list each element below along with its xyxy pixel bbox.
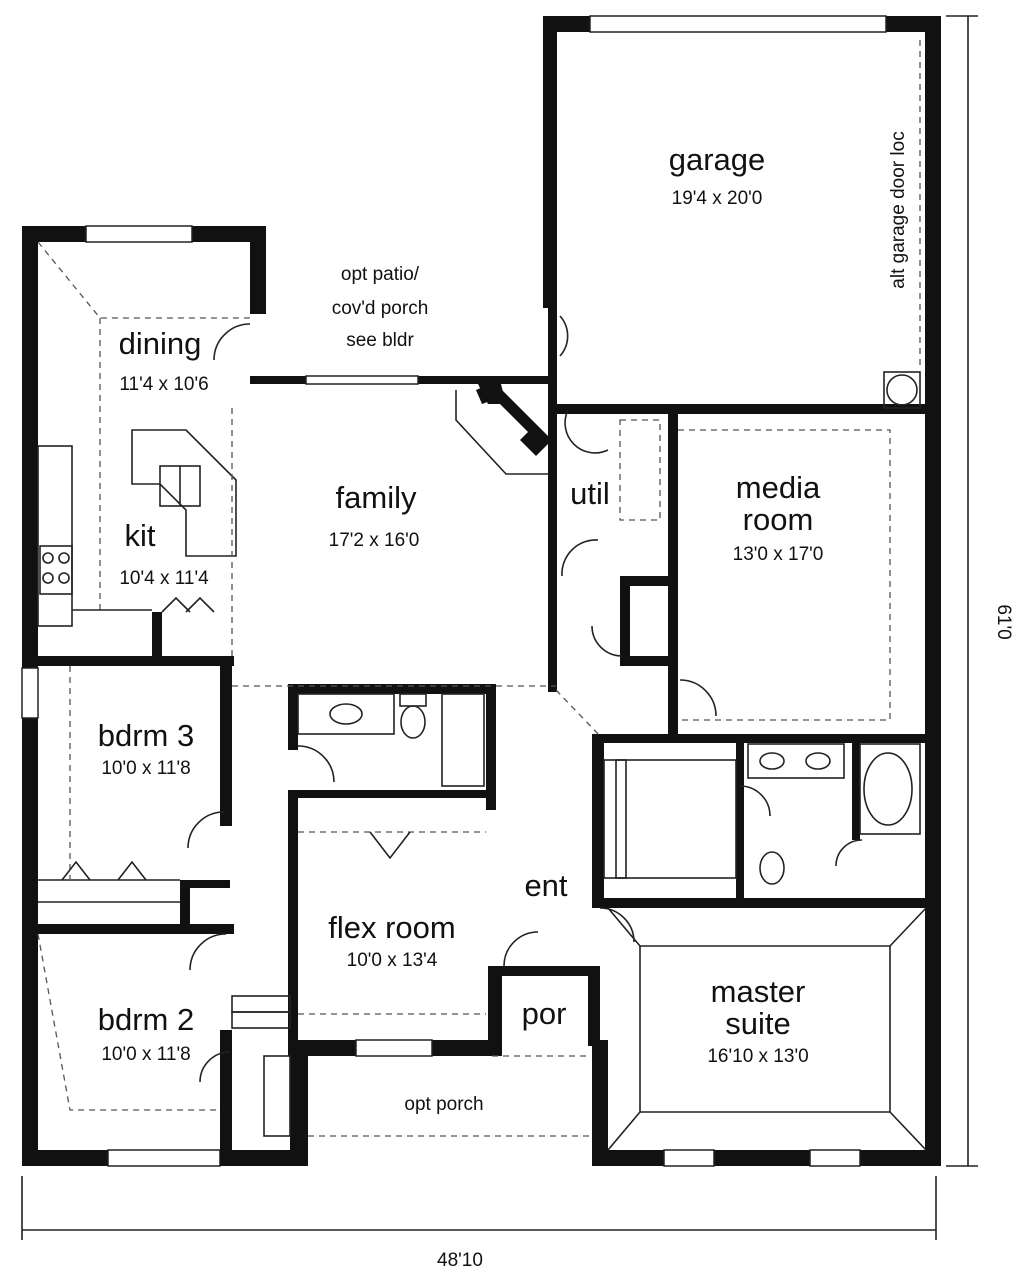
dining-size: 11'4 x 10'6 <box>119 374 208 395</box>
bdrm2-size: 10'0 x 11'8 <box>101 1044 190 1065</box>
dimension-lines <box>21 15 978 1240</box>
interior-walls <box>22 380 926 1166</box>
dining-label: dining <box>119 326 202 361</box>
room-labels: garage 19'4 x 20'0 alt garage door loc o… <box>98 131 1014 1271</box>
patio-line2: cov'd porch <box>332 298 429 319</box>
media-label-line2: room <box>743 502 814 537</box>
garage-size: 19'4 x 20'0 <box>672 188 763 209</box>
garage-label: garage <box>669 142 766 177</box>
family-label: family <box>336 480 417 515</box>
overall-depth-label: 61'0 <box>993 604 1014 639</box>
kitchen-label: kit <box>125 518 156 553</box>
media-label-line1: media <box>736 470 821 505</box>
bdrm2-label: bdrm 2 <box>98 1002 194 1037</box>
utility-label: util <box>570 476 610 511</box>
entry-label: ent <box>524 868 567 903</box>
opt-porch-label: opt porch <box>404 1094 483 1115</box>
overall-width-label: 48'10 <box>437 1250 483 1271</box>
alt-garage-door-note: alt garage door loc <box>888 131 909 288</box>
bdrm3-size: 10'0 x 11'8 <box>101 758 190 779</box>
family-size: 17'2 x 16'0 <box>329 530 420 551</box>
flex-size: 10'0 x 13'4 <box>347 950 438 971</box>
kitchen-size: 10'4 x 11'4 <box>119 568 209 589</box>
patio-line1: opt patio/ <box>341 264 420 285</box>
patio-line3: see bldr <box>346 330 414 351</box>
windows <box>21 15 887 1167</box>
master-label-line2: suite <box>725 1006 790 1041</box>
media-size: 13'0 x 17'0 <box>733 544 824 565</box>
master-label-line1: master <box>711 974 806 1009</box>
fixtures <box>37 40 927 1151</box>
master-size: 16'10 x 13'0 <box>707 1046 808 1067</box>
bdrm3-label: bdrm 3 <box>98 718 194 753</box>
porch-small-label: por <box>522 996 567 1031</box>
flex-label: flex room <box>328 910 455 945</box>
